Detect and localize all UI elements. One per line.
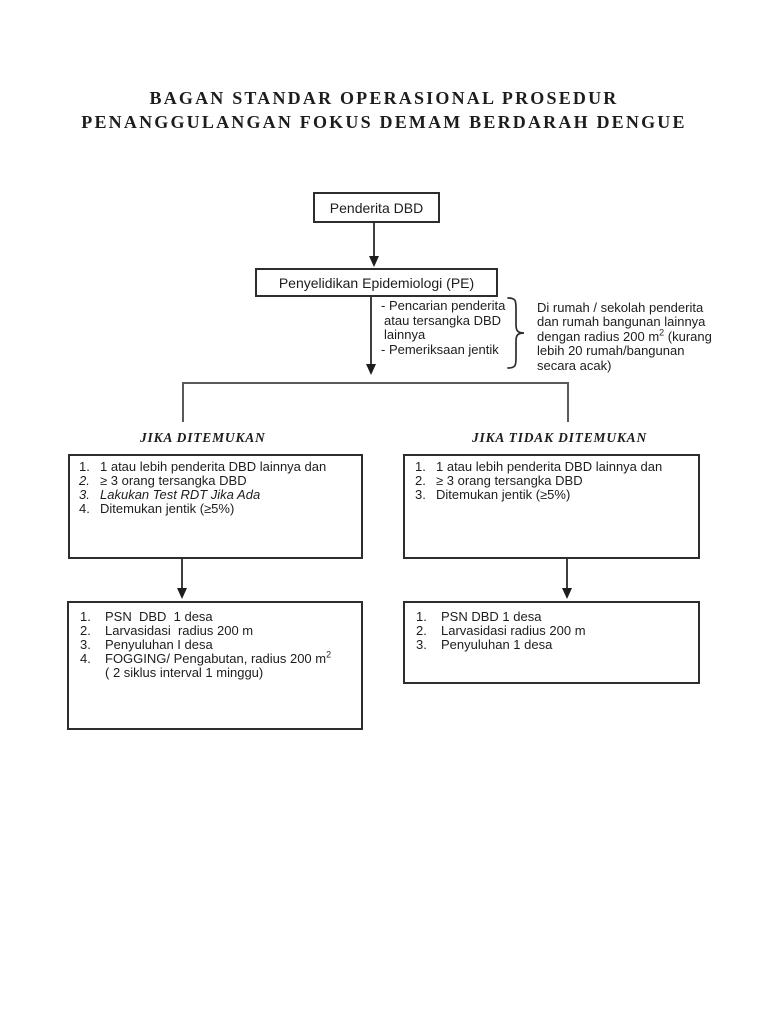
item-number: 1. bbox=[415, 459, 426, 474]
branch-horizontal-line bbox=[182, 382, 569, 384]
criteria-item: 2. ≥ 3 orang tersangka DBD bbox=[79, 474, 358, 488]
branch-stub-left bbox=[182, 382, 184, 422]
radius-note-line: secara acak) bbox=[537, 357, 612, 373]
action-item: 1. PSN DBD 1 desa bbox=[80, 610, 358, 624]
radius-note-text: dengan radius 200 m bbox=[537, 328, 660, 344]
criteria-item: 3. Ditemukan jentik (≥5%) bbox=[415, 488, 695, 502]
radius-note-text: (kurang bbox=[664, 328, 712, 344]
item-number: 2. bbox=[80, 623, 91, 638]
curly-brace-icon bbox=[507, 297, 525, 369]
radius-note-line: dengan radius 200 m2 (kurang bbox=[537, 327, 729, 344]
arrow-down-icon bbox=[177, 588, 187, 599]
pe-activity-list: - Pencarian penderita atau tersangka DBD… bbox=[381, 298, 513, 357]
item-number: 2. bbox=[416, 623, 427, 638]
item-text: Ditemukan jentik (≥5%) bbox=[100, 501, 235, 516]
title-line-2: PENANGGULANGAN FOKUS DEMAM BERDARAH DENG… bbox=[81, 112, 687, 132]
criteria-item: 1. 1 atau lebih penderita DBD lainnya dan bbox=[415, 460, 695, 474]
criteria-item: 3. Lakukan Test RDT Jika Ada bbox=[79, 488, 358, 502]
pe-activity-line: - Pemeriksaan jentik bbox=[381, 341, 499, 357]
item-text: 1 atau lebih penderita DBD lainnya dan bbox=[436, 459, 663, 474]
action-item: 4. FOGGING/ Pengabutan, radius 200 m2 ( 2 … bbox=[80, 649, 358, 680]
item-number: 1. bbox=[80, 609, 91, 624]
item-text-main: FOGGING/ Pengabutan, radius 200 m bbox=[105, 651, 327, 666]
item-text: 1 atau lebih penderita DBD lainnya dan bbox=[100, 459, 327, 474]
superscript-2: 2 bbox=[326, 649, 332, 660]
branch-stub-right bbox=[567, 382, 569, 422]
item-number: 1. bbox=[416, 609, 427, 624]
action-item: 2. Larvasidasi radius 200 m bbox=[416, 624, 695, 638]
item-number: 4. bbox=[80, 651, 91, 666]
item-text: Larvasidasi radius 200 m bbox=[441, 623, 586, 638]
page-title: BAGAN STANDAR OPERASIONAL PROSEDUR PENAN… bbox=[0, 86, 768, 134]
item-number: 3. bbox=[80, 637, 91, 652]
item-number: 3. bbox=[416, 637, 427, 652]
item-number: 3. bbox=[79, 487, 90, 502]
criteria-box-ditemukan: 1. 1 atau lebih penderita DBD lainnya dan… bbox=[68, 454, 363, 559]
node-penyelidikan-epidemiologi-label: Penyelidikan Epidemiologi (PE) bbox=[278, 274, 475, 291]
item-text: Penyuluhan I desa bbox=[105, 637, 213, 652]
item-number: 1. bbox=[79, 459, 90, 474]
radius-note-line: dan rumah bangunan lainnya bbox=[537, 314, 706, 330]
item-text: PSN DBD 1 desa bbox=[105, 609, 213, 624]
pe-activity-line: lainnya bbox=[384, 327, 426, 342]
item-number: 4. bbox=[79, 501, 90, 516]
item-number: 2. bbox=[415, 473, 426, 488]
pe-activity-line: atau tersangka DBD bbox=[384, 312, 502, 328]
item-text: FOGGING/ Pengabutan, radius 200 m2 ( 2 si… bbox=[105, 649, 332, 680]
node-penyelidikan-epidemiologi: Penyelidikan Epidemiologi (PE) bbox=[255, 268, 498, 297]
criteria-item: 1. 1 atau lebih penderita DBD lainnya dan bbox=[79, 460, 358, 474]
connector-right-actions bbox=[566, 559, 568, 589]
connector-pe-branch bbox=[370, 297, 372, 365]
superscript-2: 2 bbox=[659, 327, 665, 338]
action-item: 1. PSN DBD 1 desa bbox=[416, 610, 695, 624]
item-text: Penyuluhan 1 desa bbox=[441, 637, 553, 652]
node-penderita-dbd-label: Penderita DBD bbox=[329, 199, 424, 216]
item-text: ≥ 3 orang tersangka DBD bbox=[436, 473, 583, 488]
item-text: PSN DBD 1 desa bbox=[441, 609, 542, 624]
arrow-down-icon bbox=[369, 256, 379, 267]
heading-jika-tidak-ditemukan: JIKA TIDAK DITEMUKAN bbox=[472, 430, 648, 445]
item-text: ≥ 3 orang tersangka DBD bbox=[100, 473, 247, 488]
criteria-box-tidak-ditemukan: 1. 1 atau lebih penderita DBD lainnya dan… bbox=[403, 454, 700, 559]
connector-left-actions bbox=[181, 559, 183, 589]
arrow-down-icon bbox=[562, 588, 572, 599]
action-box-ditemukan: 1. PSN DBD 1 desa 2. Larvasidasi radius 20… bbox=[67, 601, 363, 730]
pe-activity-line: - Pencarian penderita bbox=[381, 298, 506, 313]
radius-note-line: lebih 20 rumah/bangunan bbox=[537, 343, 685, 359]
action-box-tidak-ditemukan: 1. PSN DBD 1 desa 2. Larvasidasi radius 20… bbox=[403, 601, 700, 684]
radius-note-line: Di rumah / sekolah penderita bbox=[537, 300, 704, 315]
criteria-item: 2. ≥ 3 orang tersangka DBD bbox=[415, 474, 695, 488]
arrow-down-icon bbox=[366, 364, 376, 375]
item-number: 2. bbox=[79, 473, 90, 488]
item-text: Larvasidasi radius 200 m bbox=[105, 623, 254, 638]
title-line-1: BAGAN STANDAR OPERASIONAL PROSEDUR bbox=[149, 88, 619, 108]
action-item: 3. Penyuluhan 1 desa bbox=[416, 638, 695, 652]
item-number: 3. bbox=[415, 487, 426, 502]
heading-jika-ditemukan: JIKA DITEMUKAN bbox=[140, 430, 266, 445]
connector-penderita-pe bbox=[373, 223, 375, 258]
item-text: Ditemukan jentik (≥5%) bbox=[436, 487, 571, 502]
item-text-wrap: ( 2 siklus interval 1 minggu) bbox=[105, 665, 264, 680]
radius-note: Di rumah / sekolah penderita dan rumah b… bbox=[537, 300, 729, 373]
criteria-item: 4. Ditemukan jentik (≥5%) bbox=[79, 502, 358, 516]
action-item: 2. Larvasidasi radius 200 m bbox=[80, 624, 358, 638]
node-penderita-dbd: Penderita DBD bbox=[313, 192, 440, 223]
item-text: Lakukan Test RDT Jika Ada bbox=[100, 487, 261, 502]
action-item: 3. Penyuluhan I desa bbox=[80, 638, 358, 652]
